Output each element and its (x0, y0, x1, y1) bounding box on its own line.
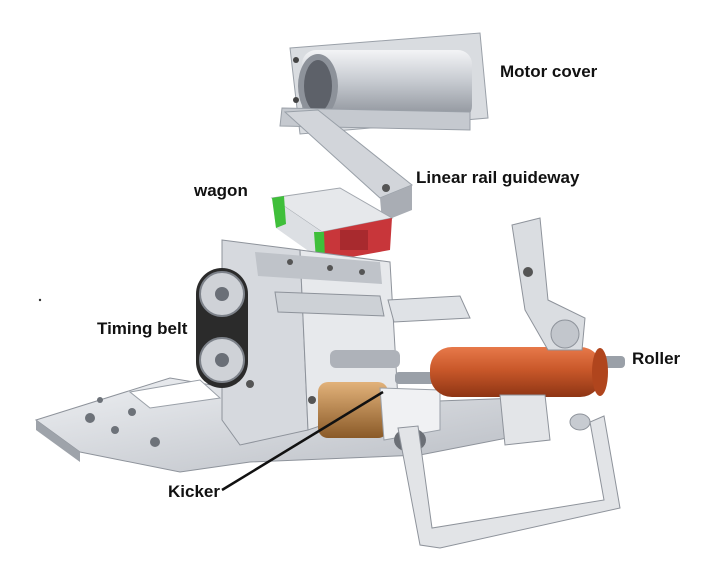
kicker-leader-line (221, 390, 384, 492)
lower-bracket (397, 413, 621, 549)
roller (395, 347, 625, 397)
label-timing-belt: Timing belt (97, 319, 188, 338)
kicker (318, 350, 441, 452)
wagon (270, 187, 394, 262)
label-wagon: wagon (194, 181, 248, 200)
label-kicker: Kicker (168, 482, 220, 501)
motor-cover (279, 32, 489, 135)
label-motor-cover: Motor cover (500, 62, 598, 81)
timing-belt (196, 268, 248, 388)
label-roller: Roller (632, 349, 681, 368)
linear-rail-guideway (283, 109, 413, 222)
label-linear-rail: Linear rail guideway (416, 168, 580, 187)
roller-bracket (499, 217, 586, 446)
stray-dot (38, 298, 42, 302)
